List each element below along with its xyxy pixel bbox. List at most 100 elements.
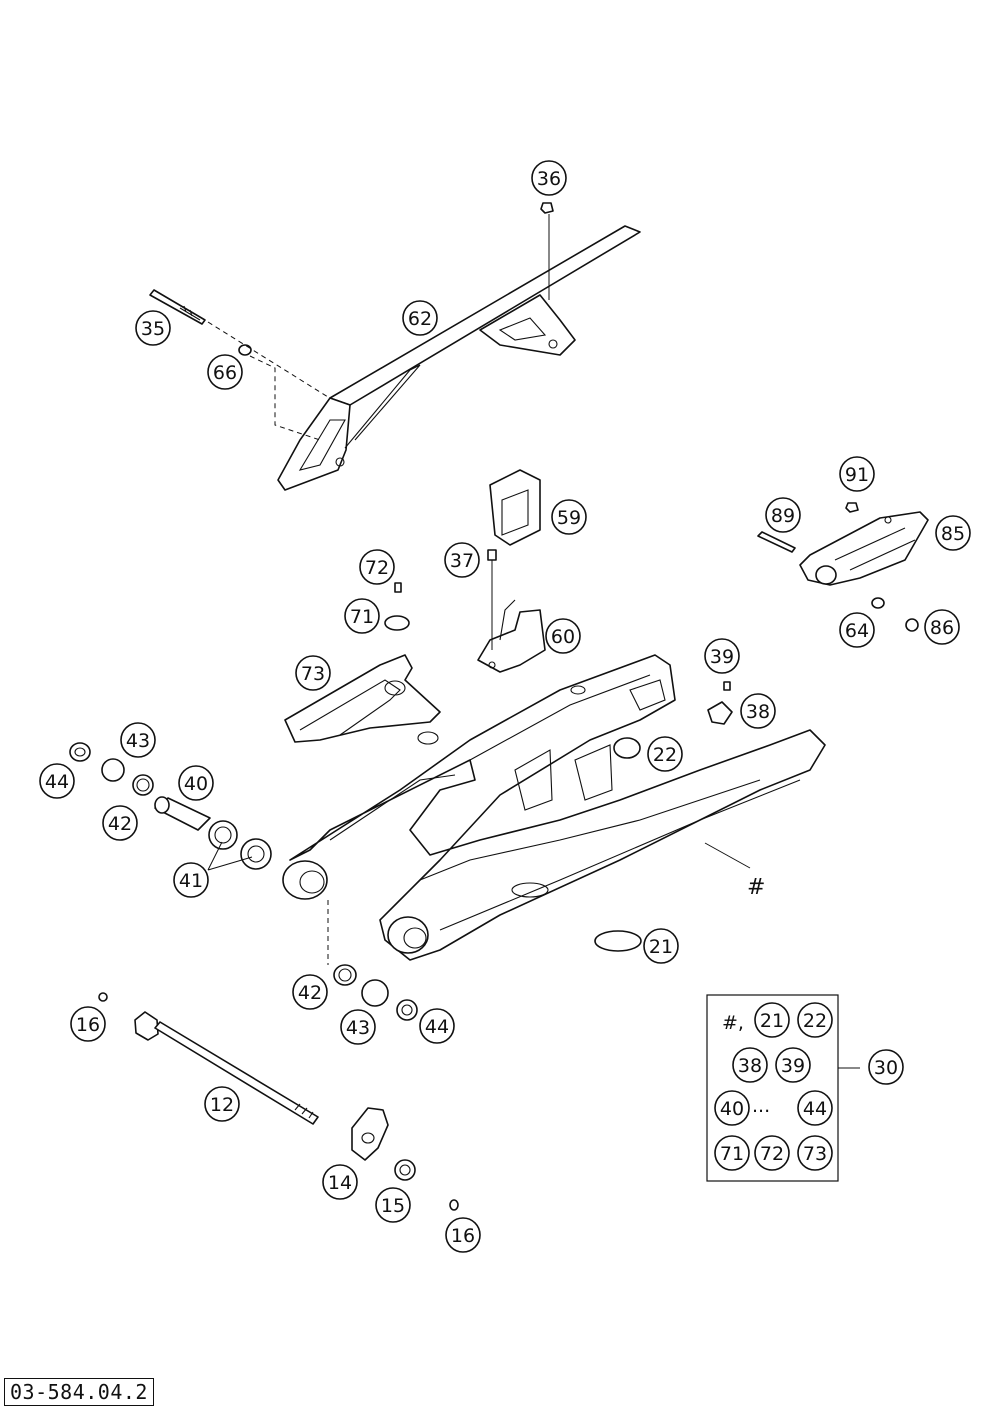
screw-39-part xyxy=(723,681,731,691)
callout-circle xyxy=(754,1135,790,1171)
callout-circle xyxy=(531,160,567,196)
callout-circle xyxy=(207,354,243,390)
callout-label: 72 xyxy=(365,557,389,579)
callout-85: 85 xyxy=(935,515,971,551)
callout-30: 30 xyxy=(868,1049,904,1085)
callout-label: 71 xyxy=(350,606,374,628)
callout-43: 43 xyxy=(120,722,156,758)
callout-circle xyxy=(178,765,214,801)
callout-62: 62 xyxy=(402,300,438,336)
callout-36: 36 xyxy=(531,160,567,196)
callout-21: 21 xyxy=(754,1002,790,1038)
callout-circle xyxy=(102,805,138,841)
nut-16a-part xyxy=(98,992,108,1002)
callout-60: 60 xyxy=(545,618,581,654)
callout-39: 39 xyxy=(704,638,740,674)
callout-41: 41 xyxy=(173,862,209,898)
callout-label: 42 xyxy=(298,982,322,1004)
callout-circle xyxy=(924,609,960,645)
callout-circle xyxy=(797,1002,833,1038)
callout-38: 38 xyxy=(732,1047,768,1083)
callout-38: 38 xyxy=(740,693,776,729)
callout-circle xyxy=(340,1009,376,1045)
callout-label: 86 xyxy=(930,617,954,639)
callout-44: 44 xyxy=(39,763,75,799)
pivot-shaft-part xyxy=(134,1011,319,1125)
callout-12: 12 xyxy=(204,1086,240,1122)
callout-circle xyxy=(70,1006,106,1042)
callout-circle xyxy=(419,1008,455,1044)
callout-label: 62 xyxy=(408,308,432,330)
callout-label: 22 xyxy=(653,744,677,766)
bolt-35-part xyxy=(149,289,206,325)
callout-72: 72 xyxy=(359,549,395,585)
callout-label: 41 xyxy=(179,870,203,892)
callout-circle xyxy=(135,310,171,346)
callout-label: 42 xyxy=(108,813,132,835)
callout-22: 22 xyxy=(647,736,683,772)
callout-label: 66 xyxy=(213,362,237,384)
callout-label: 59 xyxy=(557,507,581,529)
callout-64: 64 xyxy=(839,612,875,648)
callout-circle xyxy=(359,549,395,585)
callout-circle xyxy=(292,974,328,1010)
callout-label: 73 xyxy=(301,663,325,685)
callout-43: 43 xyxy=(340,1009,376,1045)
callout-label: 22 xyxy=(803,1010,827,1032)
callout-circle xyxy=(295,655,331,691)
callout-circle xyxy=(551,499,587,535)
callout-73: 73 xyxy=(797,1135,833,1171)
callout-86: 86 xyxy=(924,609,960,645)
callout-circle xyxy=(704,638,740,674)
callout-circle xyxy=(765,497,801,533)
callout-35: 35 xyxy=(135,310,171,346)
bracket-part xyxy=(477,599,546,673)
callout-label: 91 xyxy=(845,464,869,486)
callout-label: 64 xyxy=(845,620,869,642)
callout-circle xyxy=(322,1164,358,1200)
callout-label: 16 xyxy=(451,1225,475,1247)
callout-circle xyxy=(714,1135,750,1171)
callout-label: 44 xyxy=(803,1098,827,1120)
callout-22: 22 xyxy=(797,1002,833,1038)
callout-label: 12 xyxy=(210,1094,234,1116)
ring-42a-part xyxy=(132,774,154,796)
callout-37: 37 xyxy=(444,542,480,578)
callout-label: 39 xyxy=(781,1055,805,1077)
swingarm-marker: # xyxy=(747,875,765,900)
nut-36-part xyxy=(540,202,554,214)
callout-label: 36 xyxy=(537,168,561,190)
callout-label: 38 xyxy=(738,1055,762,1077)
callout-label: 21 xyxy=(649,936,673,958)
callout-circle xyxy=(775,1047,811,1083)
seal-22-part xyxy=(613,737,641,759)
needle-bearing-41-part xyxy=(208,820,272,870)
callout-66: 66 xyxy=(207,354,243,390)
callout-circle xyxy=(740,693,776,729)
callout-circle xyxy=(797,1135,833,1171)
callout-label: 43 xyxy=(346,1017,370,1039)
callout-label: 38 xyxy=(746,701,770,723)
seal-21-part xyxy=(594,930,642,952)
callout-label: 35 xyxy=(141,318,165,340)
callout-label: 72 xyxy=(760,1143,784,1165)
callout-label: 44 xyxy=(45,771,69,793)
callout-circle xyxy=(173,862,209,898)
screw-37-part xyxy=(487,549,497,561)
callout-label: 60 xyxy=(551,626,575,648)
chain-guard-73-part xyxy=(284,654,441,743)
callout-circle xyxy=(839,456,875,492)
bushing-15-part xyxy=(394,1159,416,1181)
screw-72-part xyxy=(394,582,402,593)
callout-label: 16 xyxy=(76,1014,100,1036)
callout-circle xyxy=(647,736,683,772)
rubber-bumper-part xyxy=(489,469,541,546)
callout-40: 40 xyxy=(714,1090,750,1126)
callout-label: 40 xyxy=(184,773,208,795)
callout-15: 15 xyxy=(375,1187,411,1223)
callout-circle xyxy=(39,763,75,799)
callout-16: 16 xyxy=(445,1217,481,1253)
callout-label: 73 xyxy=(803,1143,827,1165)
